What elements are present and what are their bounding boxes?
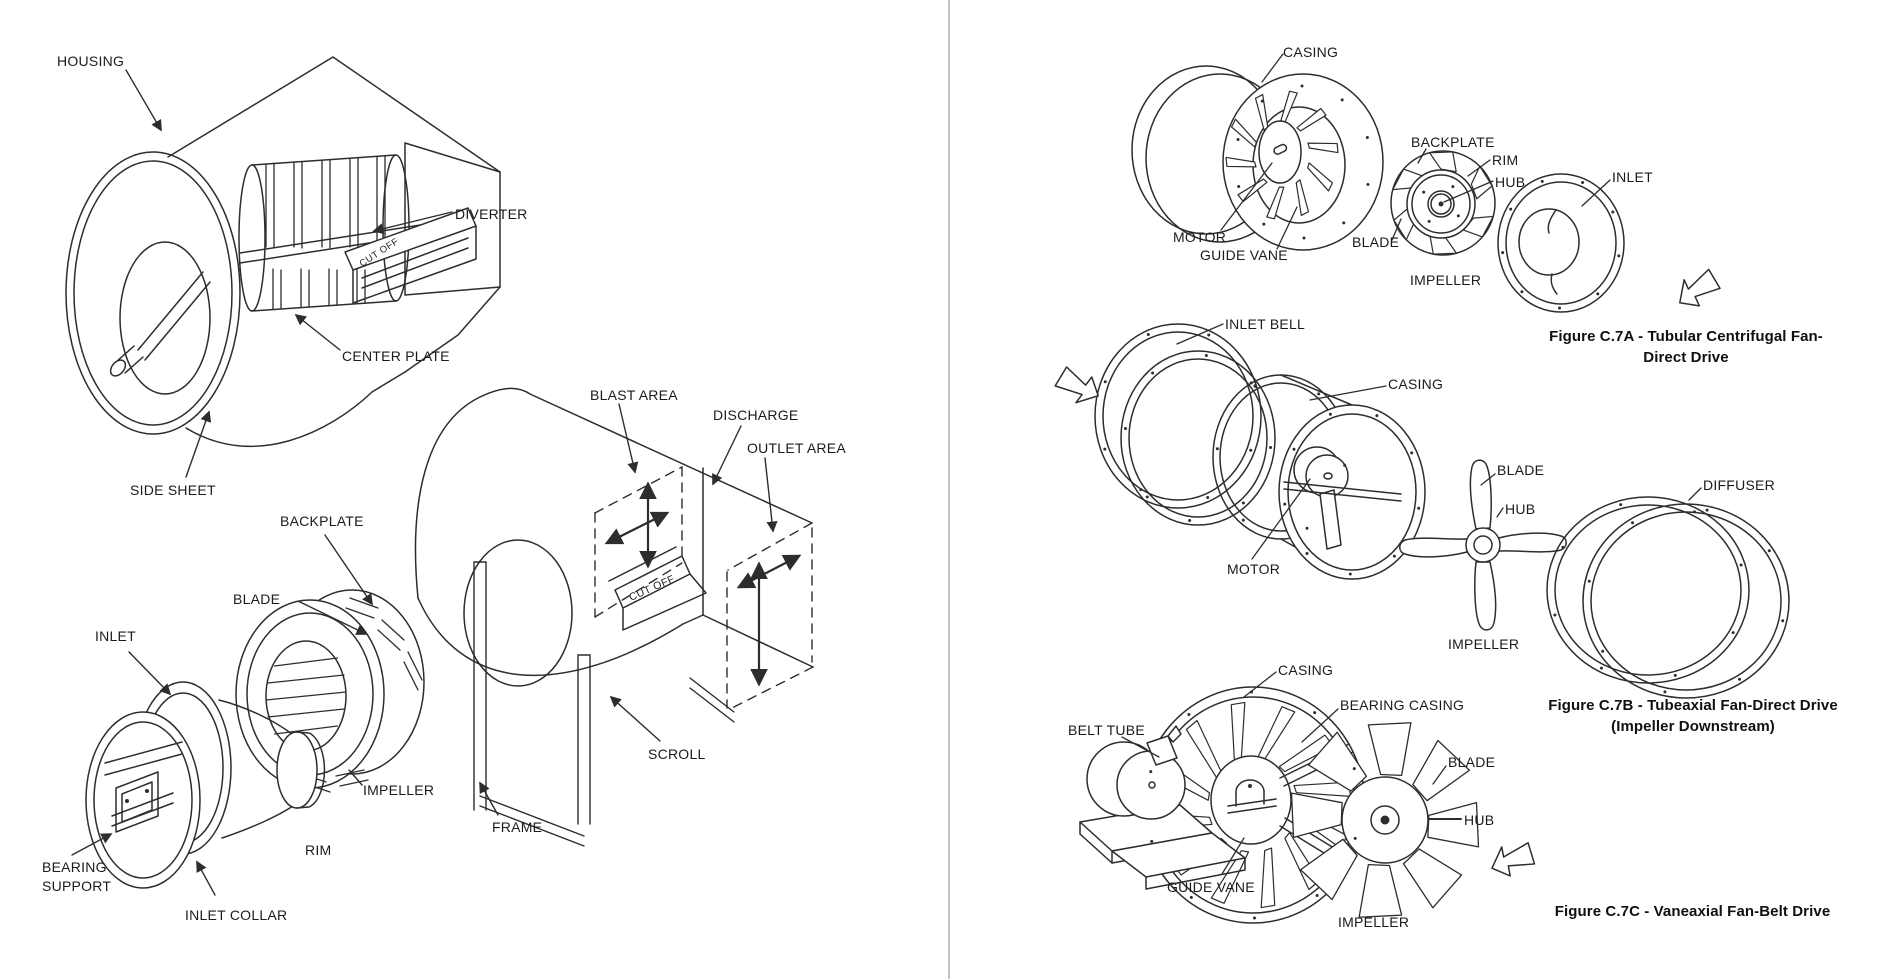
label-blast-area: BLAST AREA xyxy=(590,387,678,403)
label-c7a-motor: MOTOR xyxy=(1173,229,1227,245)
label-inlet-collar: INLET COLLAR xyxy=(185,907,288,923)
label-c7b-casing: CASING xyxy=(1388,376,1444,392)
label-discharge: DISCHARGE xyxy=(713,407,799,423)
housing-drawing: CUT OFF xyxy=(65,56,501,478)
label-c7b-diffuser: DIFFUSER xyxy=(1703,477,1775,493)
label-c7a-hub: HUB xyxy=(1495,174,1526,190)
label-c7a-blade: BLADE xyxy=(1352,234,1400,250)
flow-direction-arrow-c7c xyxy=(1485,836,1538,882)
label-inlet: INLET xyxy=(95,628,136,644)
label-c7a-rim: RIM xyxy=(1492,152,1519,168)
label-blade: BLADE xyxy=(233,591,281,607)
label-frame: FRAME xyxy=(492,819,543,835)
label-c7c-blade: BLADE xyxy=(1448,754,1496,770)
exploded-fan-drawing: CUT OFF xyxy=(71,387,814,896)
label-c7c-guide-vane: GUIDE VANE xyxy=(1167,879,1255,895)
label-outlet-area: OUTLET AREA xyxy=(747,440,846,456)
figure-c7b-caption: Figure C.7B - Tubeaxial Fan-Direct Drive… xyxy=(1548,697,1838,735)
label-c7a-inlet: INLET xyxy=(1612,169,1653,185)
label-housing: HOUSING xyxy=(57,53,125,69)
label-c7a-backplate: BACKPLATE xyxy=(1411,134,1495,150)
label-side-sheet: SIDE SHEET xyxy=(130,482,216,498)
label-c7b-motor: MOTOR xyxy=(1227,561,1281,577)
label-c7c-casing: CASING xyxy=(1278,662,1334,678)
label-c7b-blade: BLADE xyxy=(1497,462,1545,478)
figure-c7b-drawing xyxy=(1051,323,1790,699)
figure-c7a-caption: Figure C.7A - Tubular Centrifugal Fan- D… xyxy=(1549,328,1823,366)
label-c7a-guide-vane: GUIDE VANE xyxy=(1200,247,1288,263)
label-scroll: SCROLL xyxy=(648,746,706,762)
label-rim: RIM xyxy=(305,842,332,858)
figure-c7c-drawing xyxy=(1079,671,1538,924)
label-impeller: IMPELLER xyxy=(363,782,435,798)
label-c7c-belt-tube: BELT TUBE xyxy=(1068,722,1145,738)
label-backplate: BACKPLATE xyxy=(280,513,364,529)
label-center-plate: CENTER PLATE xyxy=(342,348,450,364)
label-c7c-hub: HUB xyxy=(1464,812,1495,828)
label-c7a-casing: CASING xyxy=(1283,44,1339,60)
label-c7b-impeller: IMPELLER xyxy=(1448,636,1520,652)
label-c7c-impeller: IMPELLER xyxy=(1338,914,1410,930)
label-bearing-support: BEARING SUPPORT xyxy=(42,859,112,894)
figure-c7a-drawing xyxy=(1131,53,1724,315)
label-diverter: DIVERTER xyxy=(455,206,528,222)
flow-direction-arrow-c7b xyxy=(1051,363,1106,411)
label-c7b-hub: HUB xyxy=(1505,501,1536,517)
figure-c7c-caption: Figure C.7C - Vaneaxial Fan-Belt Drive xyxy=(1554,903,1831,920)
label-c7c-bearing-casing: BEARING CASING xyxy=(1340,697,1465,713)
flow-direction-arrow-c7a xyxy=(1669,263,1724,315)
bolt-dots xyxy=(1103,84,1785,920)
label-c7a-impeller: IMPELLER xyxy=(1410,272,1482,288)
page-divider xyxy=(948,0,950,979)
label-c7b-inlet-bell: INLET BELL xyxy=(1225,316,1306,332)
